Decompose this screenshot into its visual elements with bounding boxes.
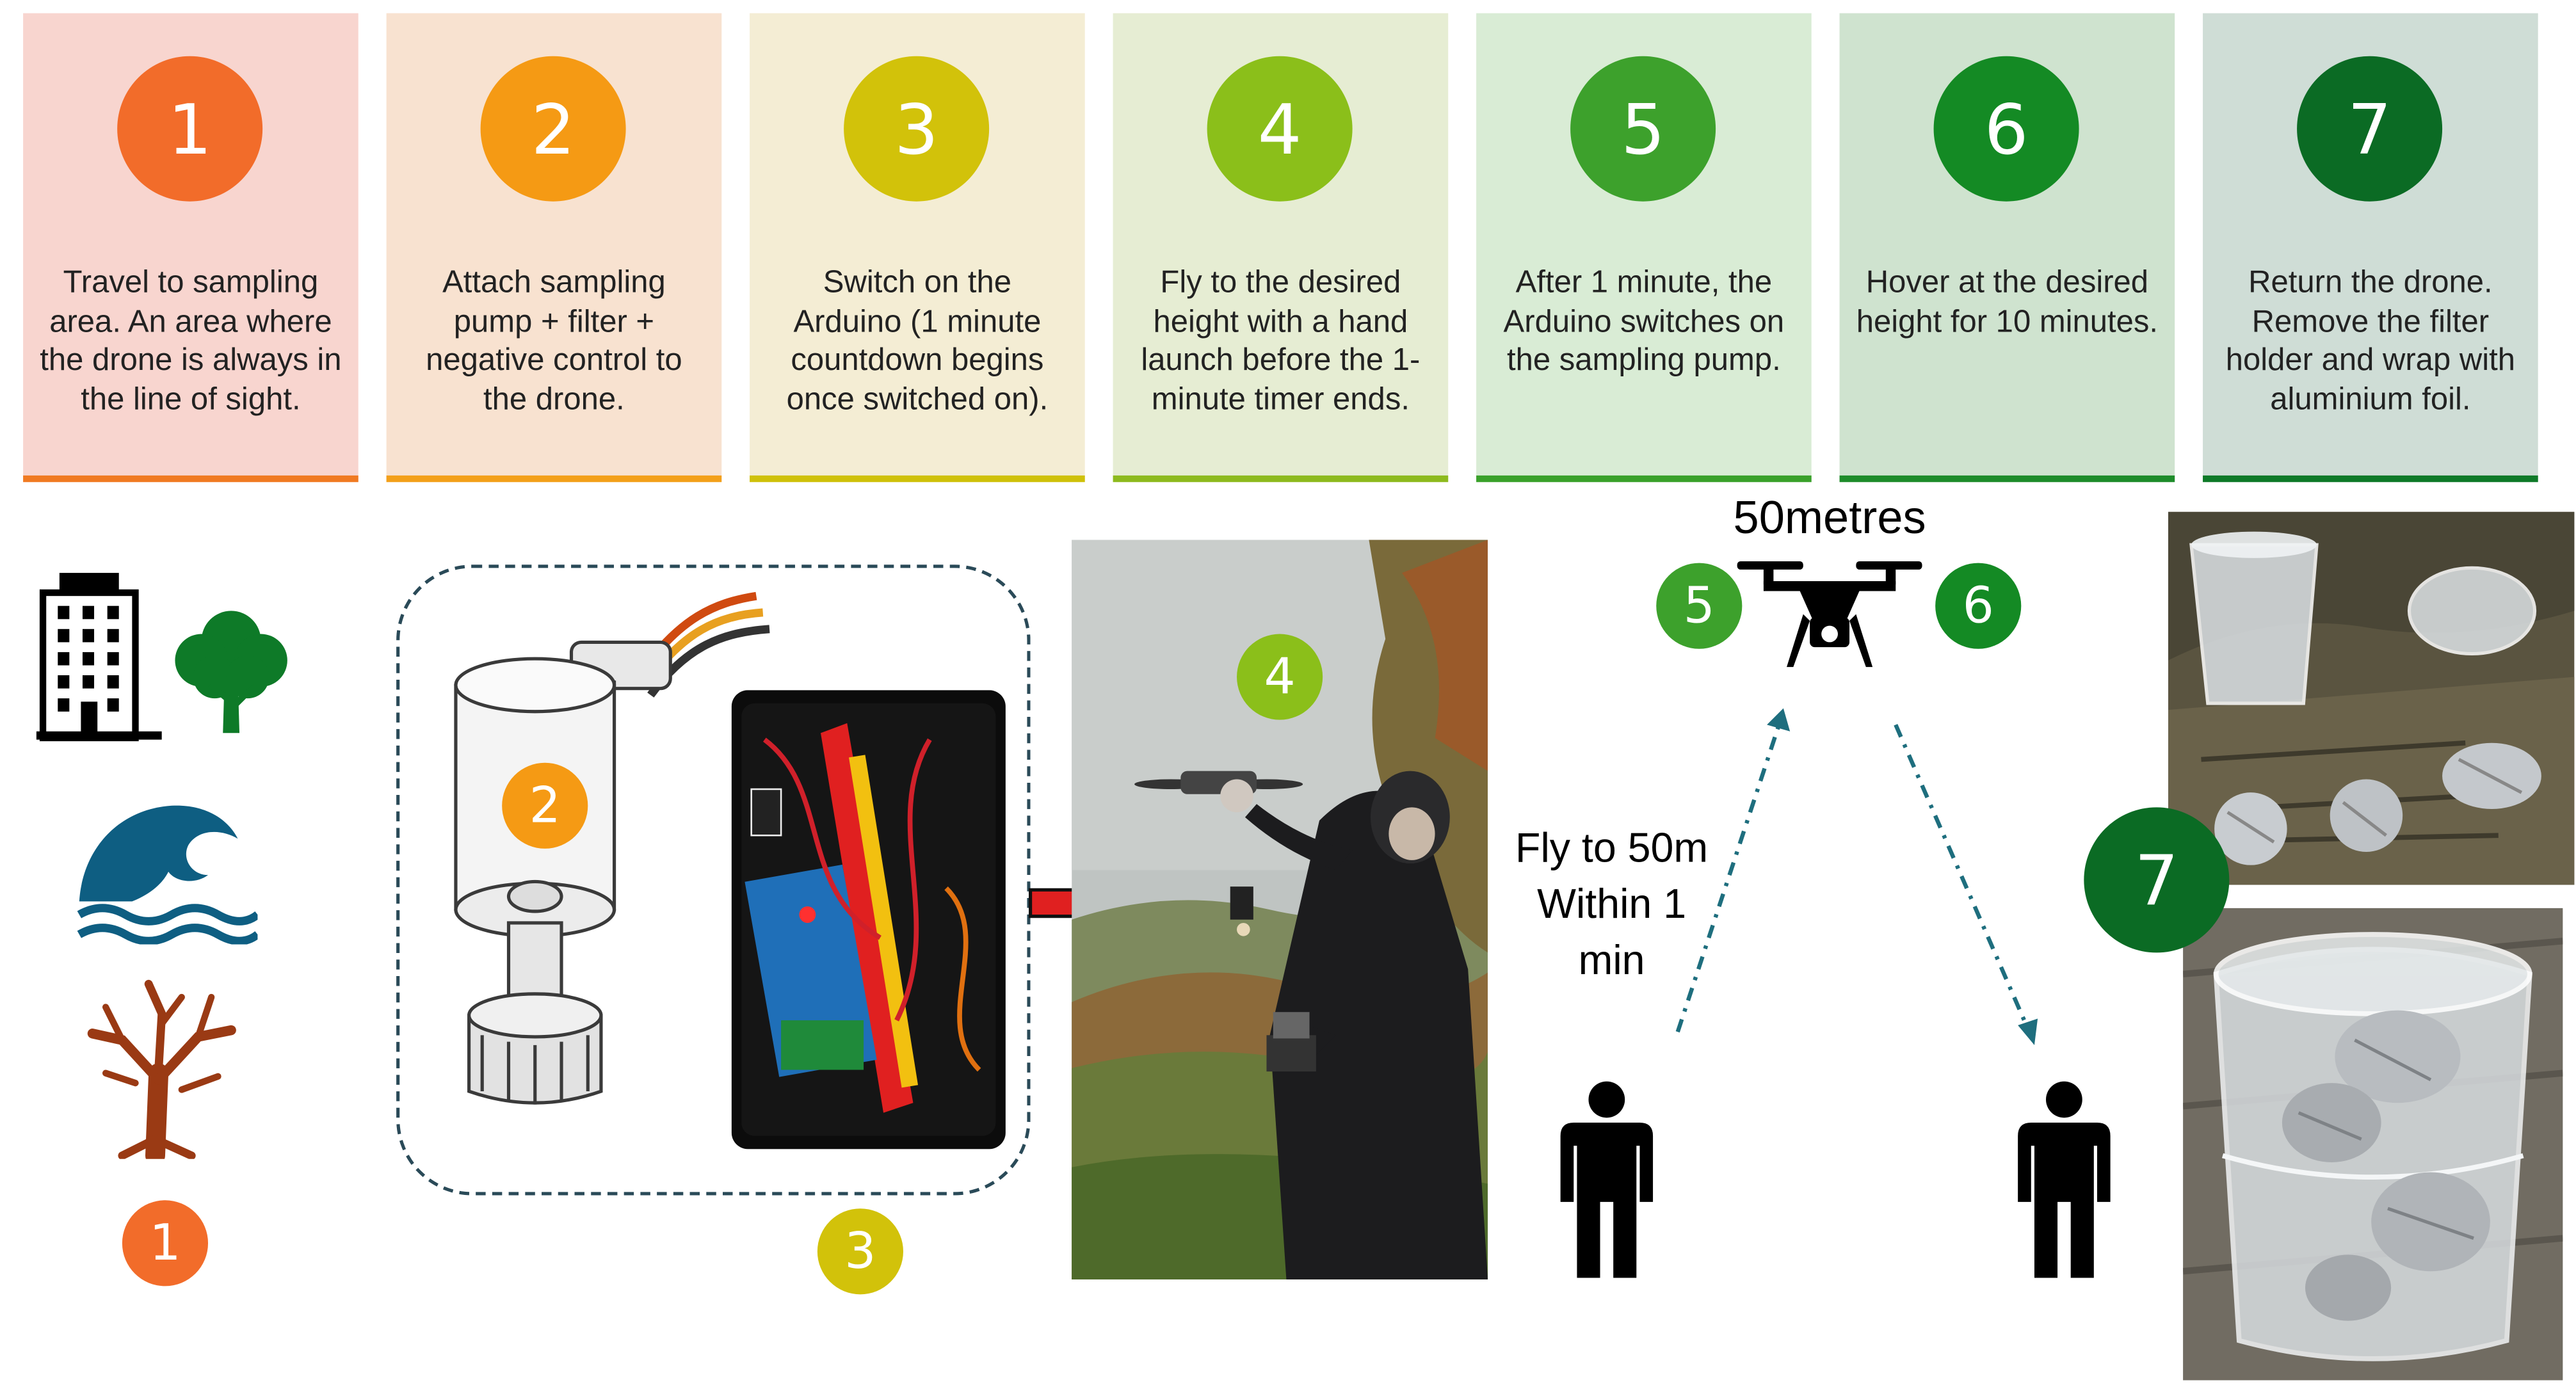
badge-step-3: 3: [817, 1208, 903, 1295]
step-number-circle: 2: [480, 56, 626, 202]
person-icon-return: [2015, 1080, 2114, 1281]
arduino-box-photo: [731, 690, 1006, 1150]
badge-step-7: 7: [2084, 807, 2230, 953]
step-underline: [386, 475, 722, 483]
badge-step-5: 5: [1656, 563, 1743, 649]
dead-tree-icon: [72, 974, 244, 1159]
fly-line-3: min: [1578, 938, 1645, 984]
step-underline: [1113, 475, 1449, 483]
step-description: After 1 minute, the Arduino switches on …: [1503, 266, 1785, 378]
filter-holder-foil-photo: [2168, 511, 2575, 885]
tree-icon: [165, 604, 297, 736]
step-underline: [2203, 475, 2538, 483]
step-description: Return the drone. Remove the filter hold…: [2225, 266, 2515, 417]
step-description: Travel to sampling area. An area where t…: [40, 266, 342, 417]
flight-path: [1668, 701, 2047, 1048]
step-number-circle: 5: [1570, 56, 1716, 202]
step-number-circle: 6: [1933, 56, 2079, 202]
fly-line-1: Fly to 50m: [1515, 825, 1709, 872]
step-description: Switch on the Arduino (1 minute countdow…: [786, 266, 1049, 417]
step-description: Attach sampling pump + filter + negative…: [426, 266, 682, 417]
badge-step-6: 6: [1935, 563, 2022, 649]
badge-step-4: 4: [1237, 634, 1323, 720]
step-number-circle: 4: [1207, 56, 1353, 202]
step-description: Hover at the desired height for 10 minut…: [1856, 266, 2159, 340]
sealed-container-photo: [2183, 908, 2563, 1381]
step-number-circle: 3: [844, 56, 990, 202]
fly-line-2: Within 1: [1537, 881, 1687, 928]
step-underline: [750, 475, 1085, 483]
step-underline: [1476, 475, 1812, 483]
wave-icon: [72, 799, 258, 945]
step-underline: [1839, 475, 2175, 483]
sampling-pump-sketch: [433, 586, 780, 1131]
step-description: Fly to the desired height with a hand la…: [1141, 266, 1421, 417]
step-underline: [23, 475, 358, 483]
building-icon: [36, 570, 162, 742]
pump-arduino-frame: [396, 565, 1031, 1196]
fly-instruction: Fly to 50m Within 1 min: [1496, 821, 1727, 989]
step-number-circle: 7: [2297, 56, 2443, 202]
badge-step-1: 1: [122, 1200, 209, 1286]
badge-step-2: 2: [502, 762, 588, 849]
step-number-circle: 1: [117, 56, 263, 202]
distance-label: 50metres: [1733, 492, 1926, 543]
drone-icon: [1730, 555, 1929, 674]
person-icon-launch: [1557, 1080, 1656, 1281]
